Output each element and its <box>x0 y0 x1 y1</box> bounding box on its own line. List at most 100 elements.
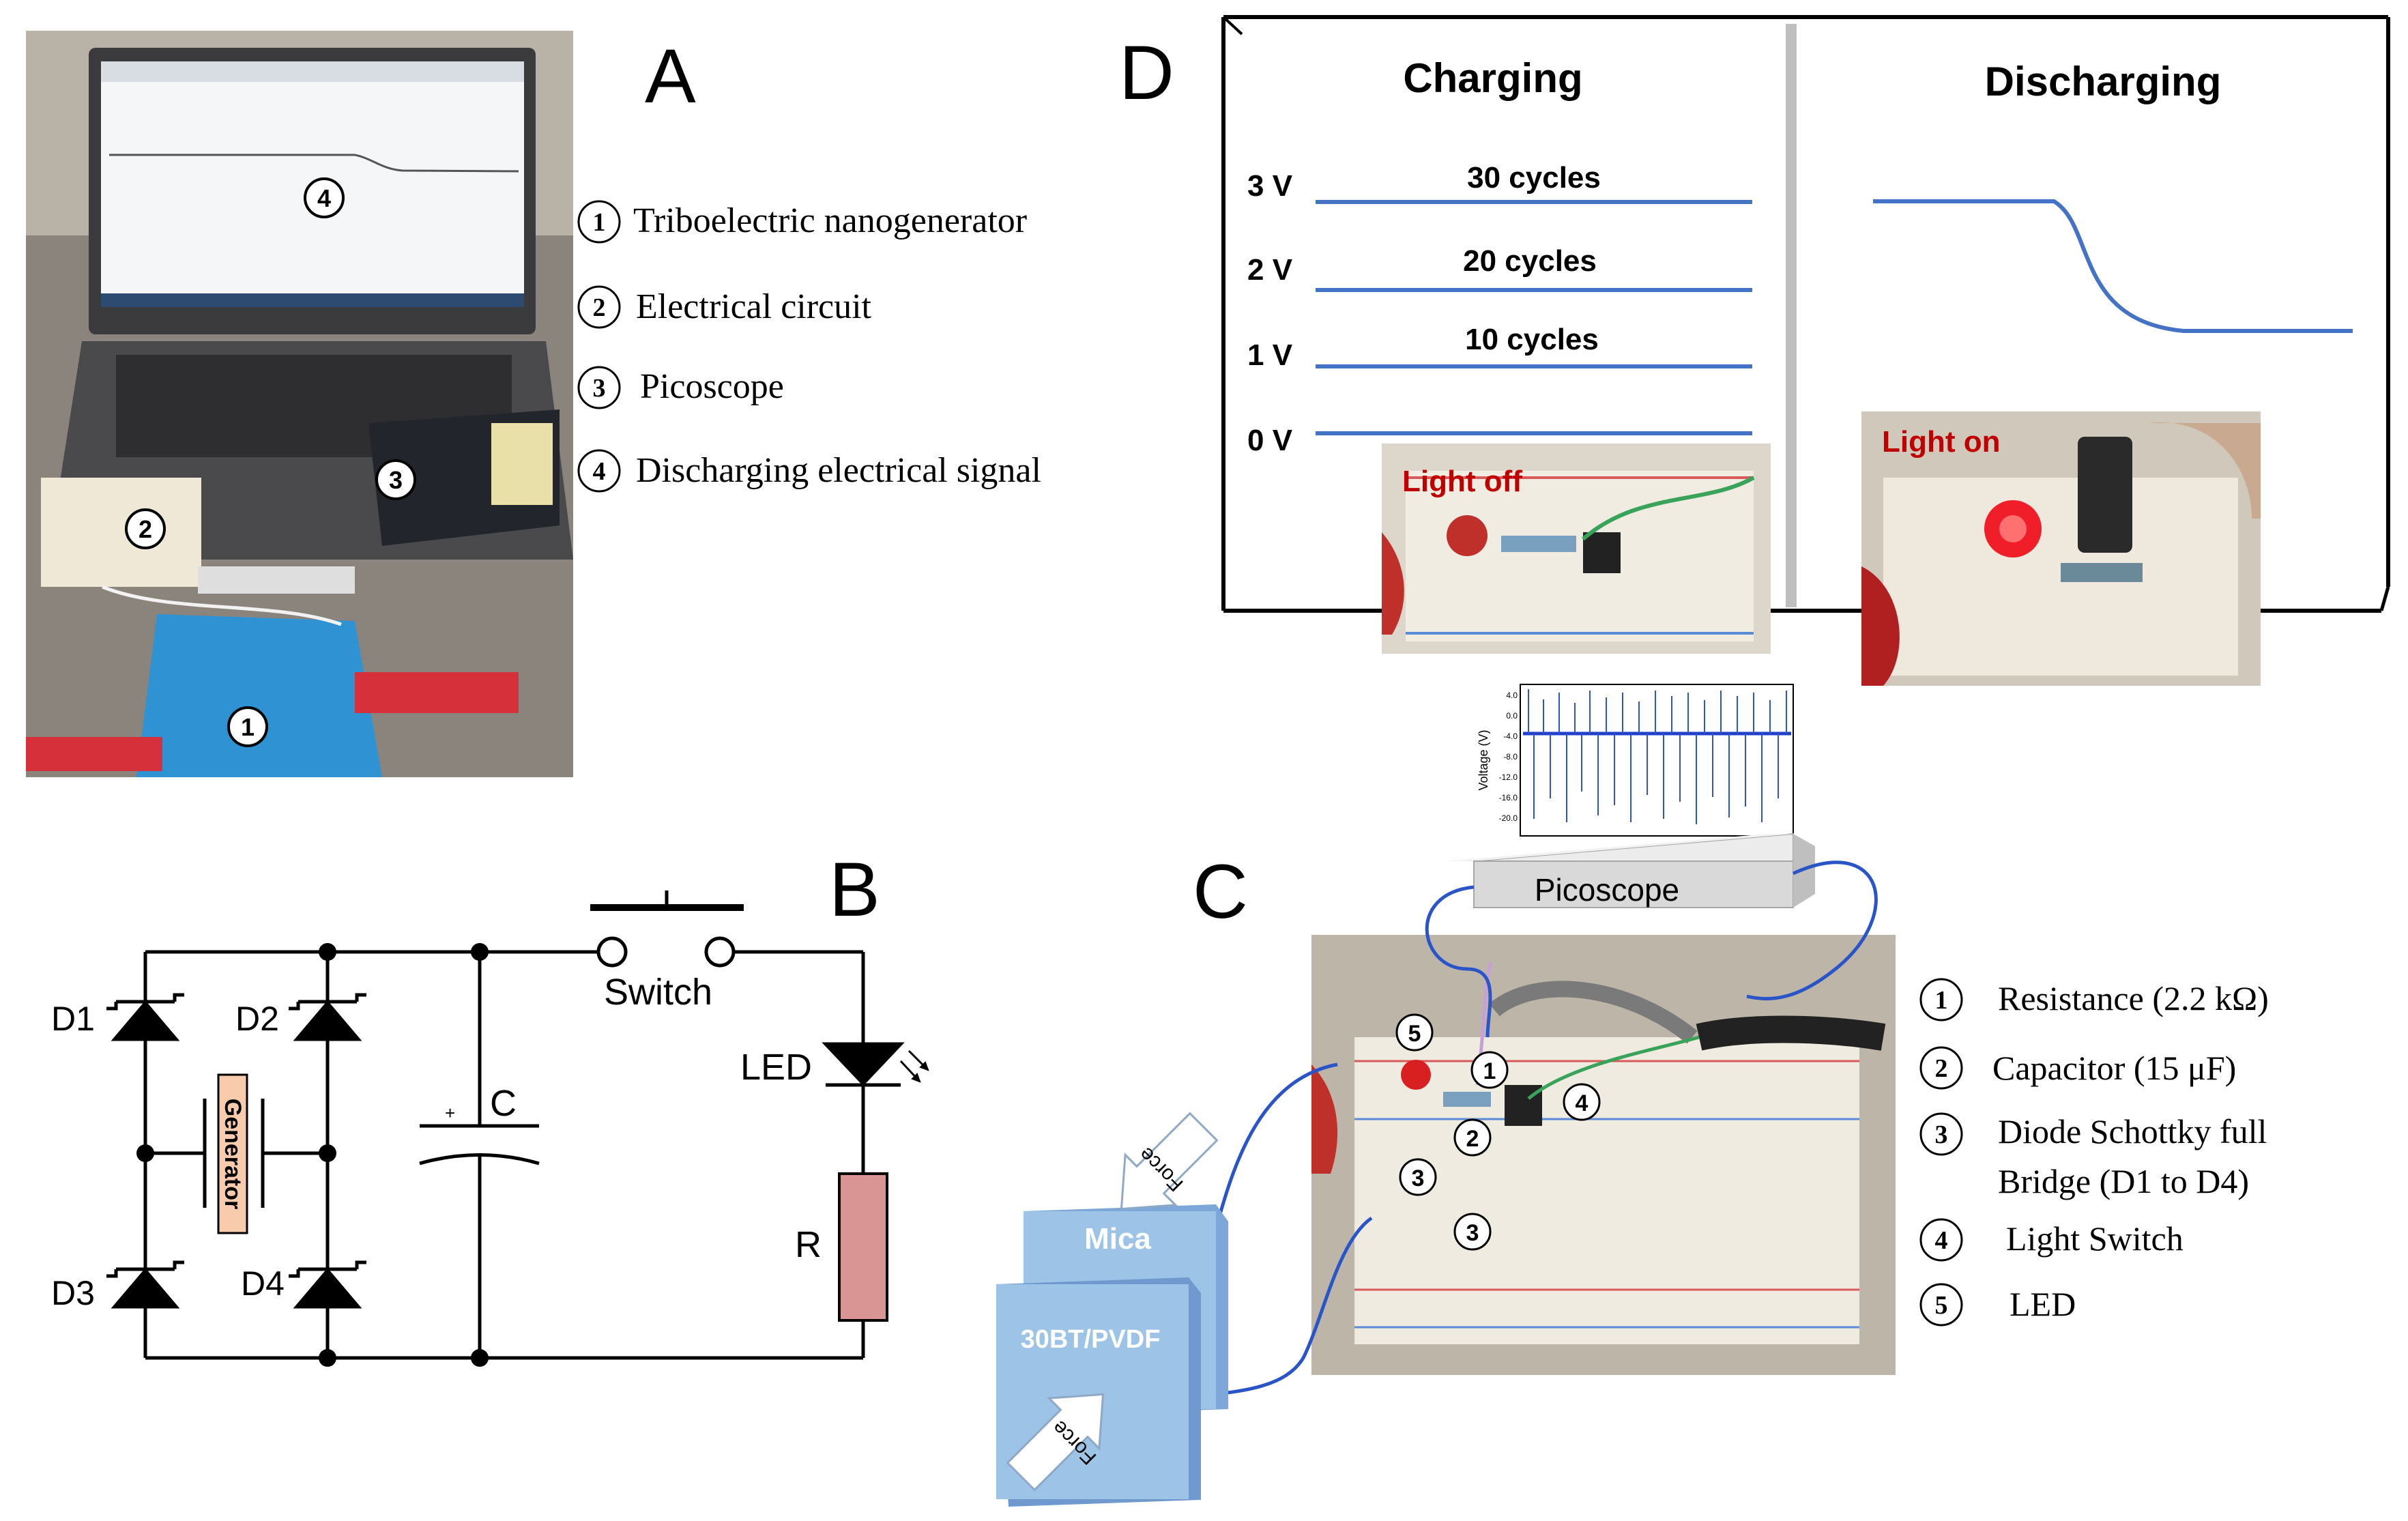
panel-a-markers: 4 2 3 1 <box>125 177 416 747</box>
svg-text:4.0: 4.0 <box>1506 691 1518 700</box>
svg-text:Light Switch: Light Switch <box>2006 1219 2184 1258</box>
legend-item: 2 Capacitor (15 μF) <box>1919 1046 2236 1090</box>
photo-marker: 3 <box>1399 1158 1437 1196</box>
photo-marker: 1 <box>1470 1051 1509 1089</box>
panel-b-labels: B D1 D2 D3 D4 Generator + C Switch LED R <box>51 847 880 1312</box>
diode-d3 <box>106 1260 184 1309</box>
resistor-symbol <box>838 1172 888 1322</box>
scope-ylabel: Voltage (V) <box>1477 729 1490 790</box>
scope-signal <box>1528 689 1787 824</box>
photo-marker: 1 <box>227 706 268 747</box>
svg-text:Discharging electrical signal: Discharging electrical signal <box>636 451 1041 490</box>
svg-text:-20.0: -20.0 <box>1499 813 1518 823</box>
generator-symbol <box>203 1073 265 1234</box>
label-switch: Switch <box>604 972 712 1013</box>
svg-text:Electrical circuit: Electrical circuit <box>636 287 872 326</box>
panel-a-legend: 1 Triboelectric nanogenerator 2 Electric… <box>577 200 1041 493</box>
svg-text:3: 3 <box>389 466 403 494</box>
charging-title: Charging <box>1403 55 1582 101</box>
svg-text:Bridge (D1 to D4): Bridge (D1 to D4) <box>1998 1162 2249 1200</box>
film-stack: Mica 30BT/PVDF <box>996 1204 1228 1507</box>
svg-text:Picoscope: Picoscope <box>640 367 784 406</box>
legend-item: 2 Electrical circuit <box>577 285 872 329</box>
photo-marker: 4 <box>304 177 345 218</box>
svg-text:1: 1 <box>241 713 255 741</box>
panel-d-letter: D <box>1119 30 1174 115</box>
film-label: 30BT/PVDF <box>1021 1325 1161 1354</box>
breadboard-photo <box>1311 935 1896 1375</box>
svg-text:1: 1 <box>1483 1058 1496 1084</box>
light-off-photo: Light off <box>1382 444 1771 654</box>
breadboard-markers: 5 1 4 2 3 3 <box>1395 1013 1601 1251</box>
led-symbol <box>822 1042 929 1087</box>
picoscope-box: Picoscope <box>1447 832 1815 909</box>
photo-marker: 4 <box>1563 1083 1601 1121</box>
panel-a-photo <box>26 31 573 777</box>
svg-text:2: 2 <box>1935 1054 1948 1083</box>
label-d1: D1 <box>51 1000 95 1038</box>
label-d2: D2 <box>235 1000 279 1038</box>
svg-text:Triboelectric nanogenerator: Triboelectric nanogenerator <box>633 201 1027 240</box>
svg-text:0 V: 0 V <box>1247 424 1293 457</box>
svg-text:3: 3 <box>1935 1120 1948 1149</box>
label-d3: D3 <box>51 1274 95 1312</box>
svg-text:4: 4 <box>1576 1090 1589 1116</box>
svg-text:4: 4 <box>593 457 606 486</box>
light-off-label: Light off <box>1402 465 1522 498</box>
legend-item: 1 Triboelectric nanogenerator <box>577 200 1027 244</box>
label-resistor: R <box>795 1224 822 1265</box>
svg-text:-12.0: -12.0 <box>1499 772 1518 782</box>
svg-text:4: 4 <box>317 184 331 212</box>
light-on-label: Light on <box>1882 425 2001 459</box>
svg-text:20 cycles: 20 cycles <box>1463 244 1597 278</box>
diode-d4 <box>289 1260 366 1309</box>
circuit-junctions <box>136 943 489 1367</box>
legend-item: 4 Discharging electrical signal <box>577 449 1041 493</box>
svg-text:LED: LED <box>2010 1285 2076 1323</box>
picoscope-label: Picoscope <box>1535 872 1679 908</box>
svg-text:3: 3 <box>1466 1220 1479 1246</box>
charge-level: 3 V 30 cycles <box>1247 161 1752 204</box>
svg-text:0.0: 0.0 <box>1506 711 1518 721</box>
svg-text:2: 2 <box>139 515 152 543</box>
svg-text:-4.0: -4.0 <box>1503 731 1518 741</box>
diode-d1 <box>106 993 184 1041</box>
legend-item: 4 Light Switch <box>1919 1218 2184 1262</box>
force-arrow-top: Force <box>1120 1112 1219 1211</box>
capacitor-symbol <box>419 1124 540 1165</box>
photo-marker: 2 <box>125 508 166 549</box>
charge-level: 1 V 10 cycles <box>1247 323 1752 372</box>
svg-text:-8.0: -8.0 <box>1503 752 1518 762</box>
panel-c-legend: 1 Resistance (2.2 kΩ) 2 Capacitor (15 μF… <box>1919 978 2269 1327</box>
photo-marker: 3 <box>1453 1213 1492 1251</box>
legend-item: 1 Resistance (2.2 kΩ) <box>1919 978 2269 1022</box>
mica-label: Mica <box>1084 1222 1151 1256</box>
svg-text:10 cycles: 10 cycles <box>1465 323 1599 356</box>
svg-text:Diode Schottky full: Diode Schottky full <box>1998 1112 2267 1150</box>
light-on-photo: Light on <box>1861 411 2261 686</box>
svg-text:3 V: 3 V <box>1247 169 1293 203</box>
panel-c-letter: C <box>1193 849 1248 934</box>
svg-text:Resistance (2.2 kΩ): Resistance (2.2 kΩ) <box>1998 979 2269 1017</box>
svg-text:5: 5 <box>1408 1021 1421 1047</box>
legend-item: 5 LED <box>1919 1283 2076 1327</box>
svg-text:2 V: 2 V <box>1247 253 1293 287</box>
photo-marker: 2 <box>1453 1118 1492 1157</box>
label-led: LED <box>740 1047 812 1088</box>
svg-text:Capacitor (15 μF): Capacitor (15 μF) <box>1992 1049 2236 1087</box>
capacitor-plus: + <box>445 1103 455 1123</box>
svg-text:1 V: 1 V <box>1247 338 1293 372</box>
charging-levels: 3 V 30 cycles 2 V 20 cycles 1 V 10 cycle… <box>1247 161 1752 457</box>
panel-a-letter: A <box>645 33 696 119</box>
panel-b <box>106 890 929 1367</box>
scope-plot: Voltage (V) 4.0 0.0 -4.0 -8.0 -12.0 -16.… <box>1467 679 1794 839</box>
svg-text:30 cycles: 30 cycles <box>1467 161 1601 194</box>
label-d4: D4 <box>241 1264 285 1303</box>
switch-symbol <box>590 890 744 968</box>
svg-text:1: 1 <box>1935 986 1948 1015</box>
svg-text:1: 1 <box>593 208 606 237</box>
svg-text:2: 2 <box>1466 1126 1479 1152</box>
charge-level: 2 V 20 cycles <box>1247 244 1752 292</box>
svg-text:3: 3 <box>593 374 606 403</box>
photo-marker: 5 <box>1395 1013 1434 1052</box>
